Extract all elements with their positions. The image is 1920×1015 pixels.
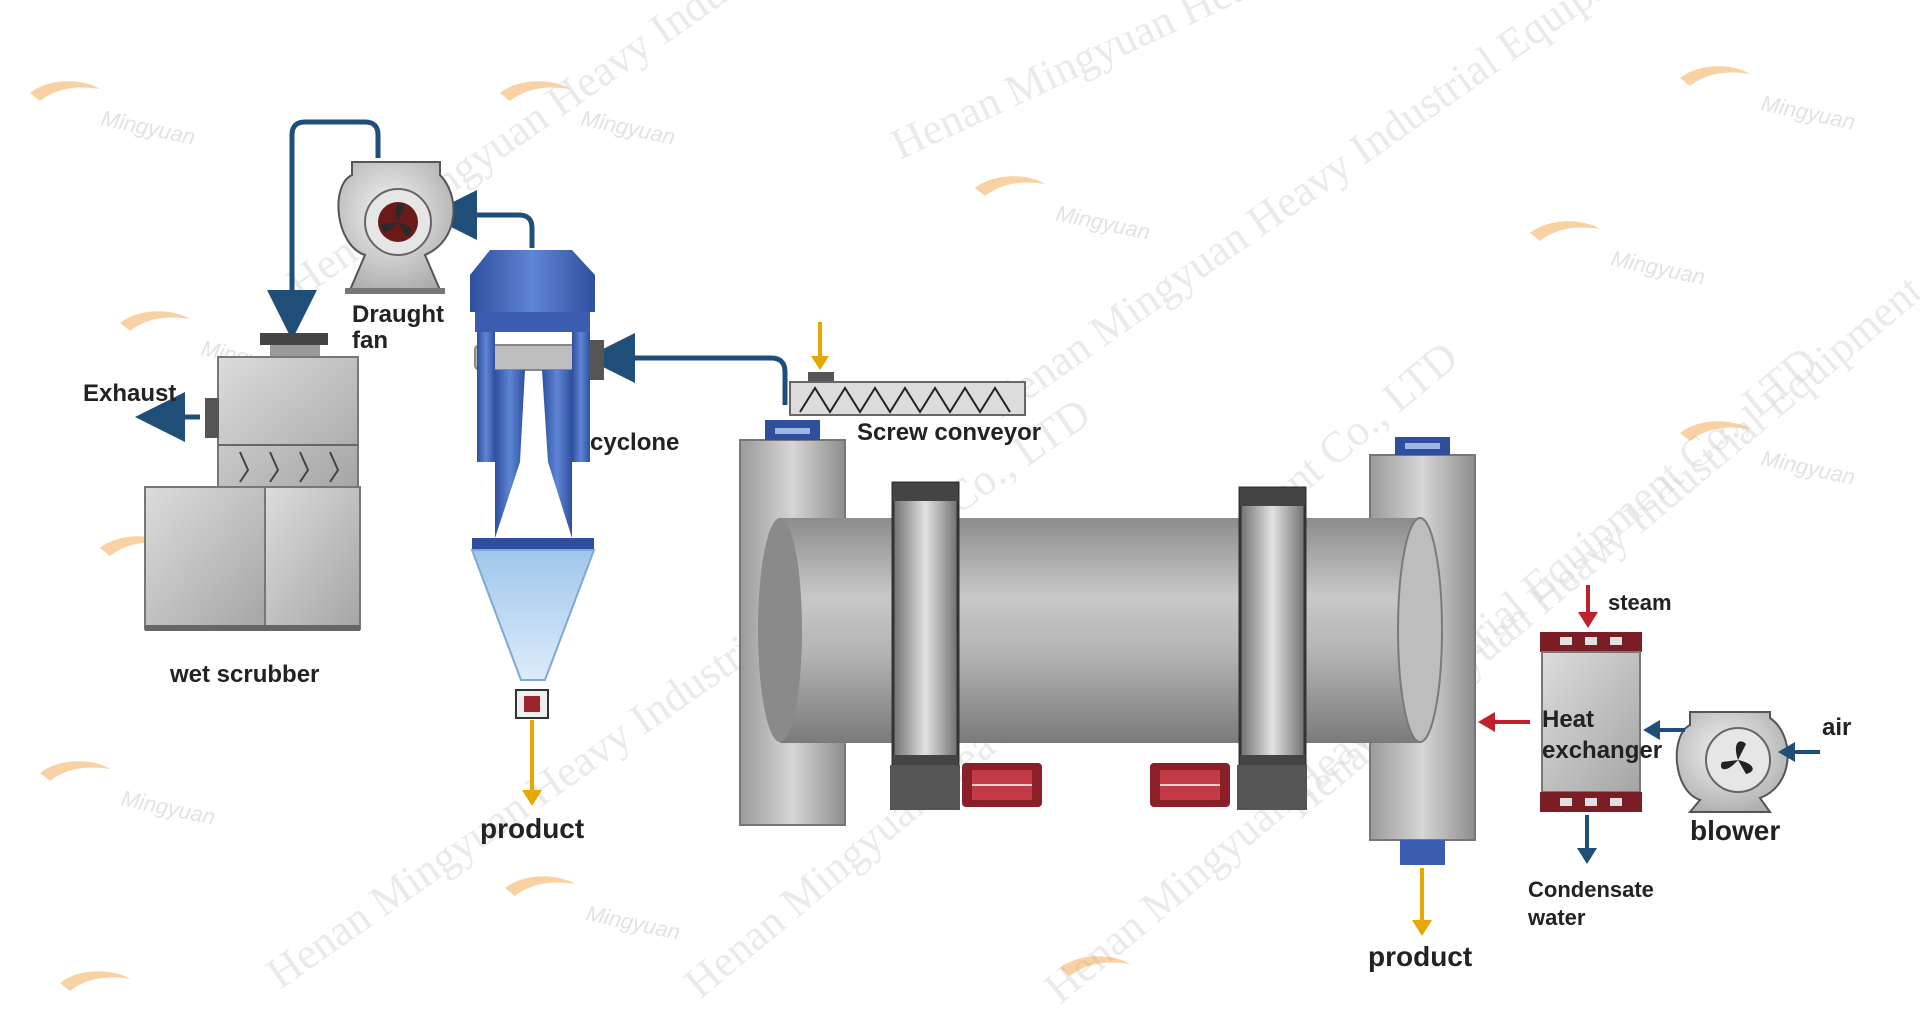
product-arrow-right: [1412, 868, 1432, 936]
label-draught-fan-line1: Draught: [352, 301, 444, 328]
pipe-dryer-to-cyclone: [585, 333, 788, 405]
watermark-brand: Mingyuan: [99, 105, 198, 149]
support-roller-left: [962, 763, 1042, 807]
watermark-logo: [60, 971, 130, 991]
pipe-fan-to-scrubber: [267, 119, 381, 340]
label-screw-conveyor: Screw conveyor: [857, 419, 1041, 446]
watermark-logo: [1060, 956, 1130, 976]
label-air: air: [1822, 714, 1851, 741]
fan-blades-icon: [381, 202, 412, 236]
label-product-right: product: [1368, 941, 1472, 972]
wet-scrubber: [144, 333, 361, 631]
product-arrow-left: [522, 720, 542, 806]
label-product-left: product: [480, 813, 584, 844]
watermark-logo: Mingyuan: [30, 81, 198, 150]
blower-to-exchanger-arrow: [1643, 720, 1685, 740]
watermark-brand: Mingyuan: [1759, 445, 1858, 489]
watermark-logo: Mingyuan: [975, 176, 1153, 245]
label-heat-exchanger-line1: Heat: [1542, 706, 1594, 733]
blower-blades-icon: [1720, 741, 1753, 774]
label-draught-fan-line2: fan: [352, 327, 388, 354]
label-wet-scrubber: wet scrubber: [169, 661, 319, 688]
blower: [1675, 711, 1789, 813]
heat-exchanger: [1540, 632, 1642, 812]
watermark-brand: Mingyuan: [1054, 200, 1153, 244]
draught-fan: [337, 161, 455, 294]
pipe-cyclone-to-fan: [427, 190, 535, 248]
watermark-brand: Mingyuan: [584, 900, 683, 944]
condensate-arrow: [1577, 815, 1597, 864]
steam-arrow: [1578, 585, 1598, 628]
label-heat-exchanger-line2: exchanger: [1542, 737, 1662, 764]
label-steam: steam: [1608, 590, 1672, 615]
watermark-logo: Mingyuan: [505, 876, 683, 945]
air-in-arrow: [1778, 742, 1820, 762]
rotary-dryer: [739, 420, 1476, 865]
label-cyclone: cyclone: [590, 429, 679, 456]
watermark-brand: Mingyuan: [119, 785, 218, 829]
support-roller-right: [1150, 763, 1230, 807]
screw-conveyor: [789, 322, 1026, 416]
duct-pipes: [135, 119, 788, 442]
watermark-logo: Mingyuan: [40, 761, 218, 830]
cyclone: [470, 250, 604, 719]
label-condensate-line1: Condensate: [1528, 877, 1654, 902]
label-condensate-line2: water: [1527, 905, 1586, 930]
watermark-brand: Mingyuan: [1609, 245, 1708, 289]
hot-air-arrow: [1478, 712, 1530, 732]
watermark-logo: Mingyuan: [1680, 66, 1858, 135]
label-blower: blower: [1690, 815, 1780, 846]
watermark-brand: Mingyuan: [1759, 90, 1858, 134]
label-exhaust: Exhaust: [83, 380, 176, 407]
watermark-logo: Mingyuan: [1530, 221, 1708, 290]
watermark-brand: Mingyuan: [579, 105, 678, 149]
